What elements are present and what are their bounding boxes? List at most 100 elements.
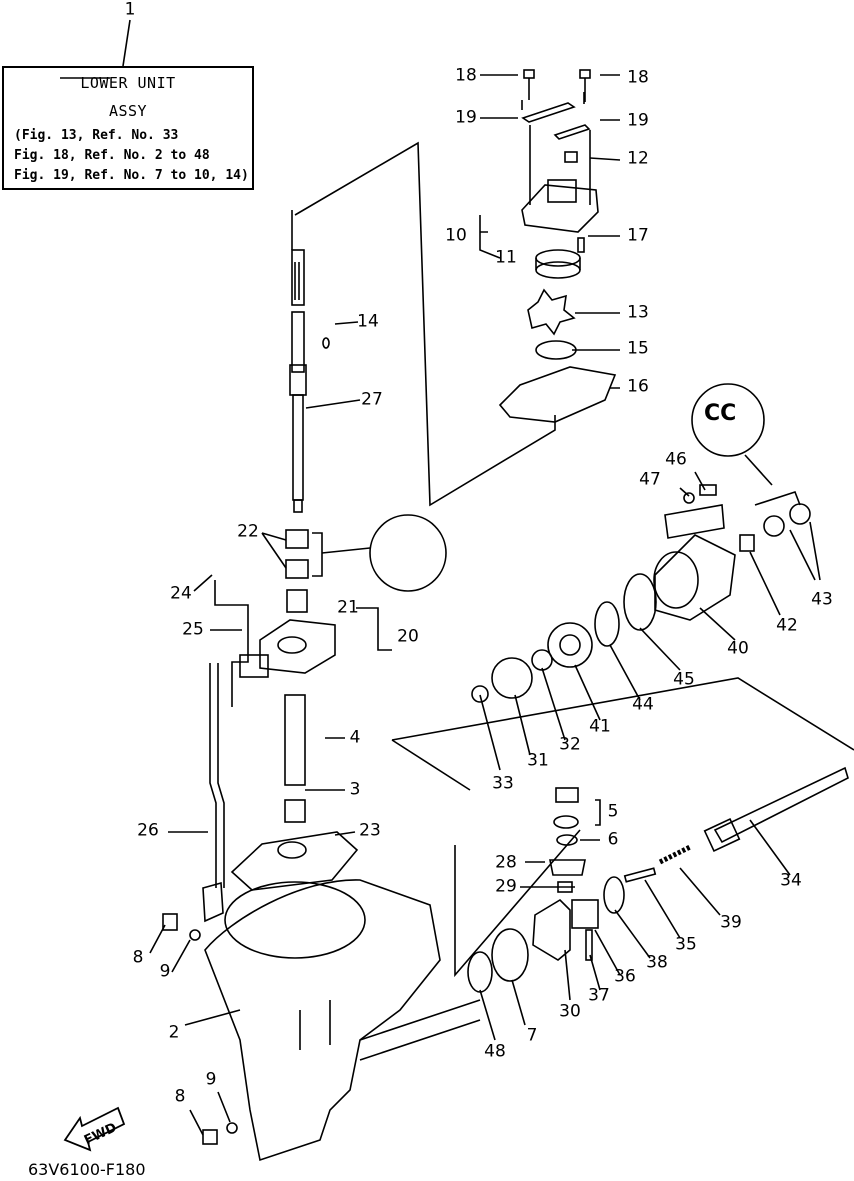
- callout-label: 35: [675, 934, 697, 955]
- tapered-bearing: [491, 928, 529, 982]
- callout-label: 25: [182, 619, 204, 640]
- callout-label: 36: [614, 966, 636, 987]
- callout-label: 10: [445, 225, 467, 246]
- pin-part: [322, 337, 330, 349]
- grease-detail-circle: [369, 514, 447, 592]
- callout-label: 15: [627, 338, 649, 359]
- lower-casing: [204, 879, 481, 1162]
- leader-line: [122, 19, 131, 67]
- assembly-title-box: LOWER UNIT ASSY (Fig. 13, Ref. No. 33 Fi…: [2, 66, 254, 190]
- group-frame: [454, 829, 581, 978]
- callout-label: 20: [397, 626, 419, 647]
- callout-label: 21: [337, 597, 359, 618]
- bracket-line: [312, 532, 323, 577]
- o-ring-part: [594, 601, 620, 647]
- o-ring-part: [623, 573, 657, 631]
- callout-label: 46: [665, 449, 687, 470]
- callout-label: 42: [776, 615, 798, 636]
- callout-label: 16: [627, 376, 649, 397]
- reverse-gear: [491, 657, 533, 699]
- callout-label: 19: [627, 110, 649, 131]
- callout-label: 24: [170, 583, 192, 604]
- spring-part: [658, 844, 692, 865]
- callout-label: 26: [137, 820, 159, 841]
- assembly-ref-line: (Fig. 13, Ref. No. 33: [14, 128, 179, 143]
- callout-label: 18: [627, 67, 649, 88]
- shift-rod: [209, 663, 225, 888]
- grease-detail-circle: [691, 383, 765, 457]
- bolt-part: [202, 1129, 218, 1145]
- ball-bearing: [547, 622, 593, 668]
- callout-label: 7: [526, 1025, 538, 1046]
- forward-arrow-icon: FWD: [63, 1106, 126, 1152]
- callout-label: 19: [455, 107, 477, 128]
- assembly-ref-line: Fig. 19, Ref. No. 7 to 10, 14): [14, 168, 249, 183]
- callout-label: 39: [720, 912, 742, 933]
- shift-rod-bracket: [259, 619, 336, 674]
- bearing-part: [285, 529, 309, 549]
- callout-label: 4: [349, 727, 361, 748]
- callout-label: 32: [559, 734, 581, 755]
- propeller-shaft: [713, 766, 849, 844]
- callout-label: 11: [495, 247, 517, 268]
- forward-gear: [532, 898, 571, 961]
- callout-label: 41: [589, 716, 611, 737]
- group-frame: [391, 677, 854, 751]
- callout-label: 12: [627, 148, 649, 169]
- washer-part: [189, 929, 201, 941]
- oil-seal: [763, 515, 785, 537]
- callout-label: 22: [237, 521, 259, 542]
- callout-label: 28: [495, 852, 517, 873]
- assembly-ref-line: Fig. 18, Ref. No. 2 to 48: [14, 148, 210, 163]
- callout-label: 33: [492, 773, 514, 794]
- water-pump-housing: [498, 69, 617, 423]
- assembly-title-line2: ASSY: [108, 102, 148, 120]
- seal-part: [739, 534, 755, 552]
- callout-label: 31: [527, 750, 549, 771]
- bolt-part: [699, 484, 717, 496]
- callout-label: 8: [132, 947, 144, 968]
- callout-label: 34: [780, 870, 802, 891]
- bolt-group-tag: [664, 504, 725, 539]
- dog-clutch: [571, 899, 599, 929]
- callout-label: 13: [627, 302, 649, 323]
- bearing-part: [285, 559, 309, 579]
- callout-label: 9: [205, 1069, 217, 1090]
- callout-label: 18: [455, 65, 477, 86]
- shim-part: [467, 951, 493, 993]
- driveshaft: [289, 210, 307, 513]
- callout-label: 38: [646, 952, 668, 973]
- callout-label: 23: [359, 820, 381, 841]
- callout-label: 43: [811, 589, 833, 610]
- grease-cc-label: CC: [704, 401, 736, 426]
- callout-label: 37: [588, 985, 610, 1006]
- callout-label: 6: [607, 829, 619, 850]
- callout-label: 2: [168, 1022, 180, 1043]
- callout-label: 29: [495, 876, 517, 897]
- group-frame: [391, 739, 471, 791]
- group-frame: [294, 141, 556, 507]
- pin-part: [585, 929, 593, 961]
- washer-part: [683, 492, 695, 504]
- bearing-housing: [654, 534, 736, 621]
- seal-part: [284, 799, 306, 823]
- washer-part: [226, 1122, 238, 1134]
- callout-label: 3: [349, 779, 361, 800]
- callout-label: 27: [361, 389, 383, 410]
- callout-label: 44: [632, 694, 654, 715]
- callout-label: 14: [357, 311, 379, 332]
- callout-label: 47: [639, 469, 661, 490]
- callout-label: 8: [174, 1086, 186, 1107]
- callout-label: 45: [673, 669, 695, 690]
- callout-label: 9: [159, 961, 171, 982]
- callout-label: 30: [559, 1001, 581, 1022]
- callout-label: 17: [627, 225, 649, 246]
- washer-part: [471, 685, 489, 703]
- drawing-code: 63V6100-F180: [28, 1160, 146, 1179]
- callout-label: 48: [484, 1041, 506, 1062]
- pin-part: [623, 867, 657, 883]
- water-tube: [284, 694, 306, 786]
- bearing-part: [555, 787, 579, 803]
